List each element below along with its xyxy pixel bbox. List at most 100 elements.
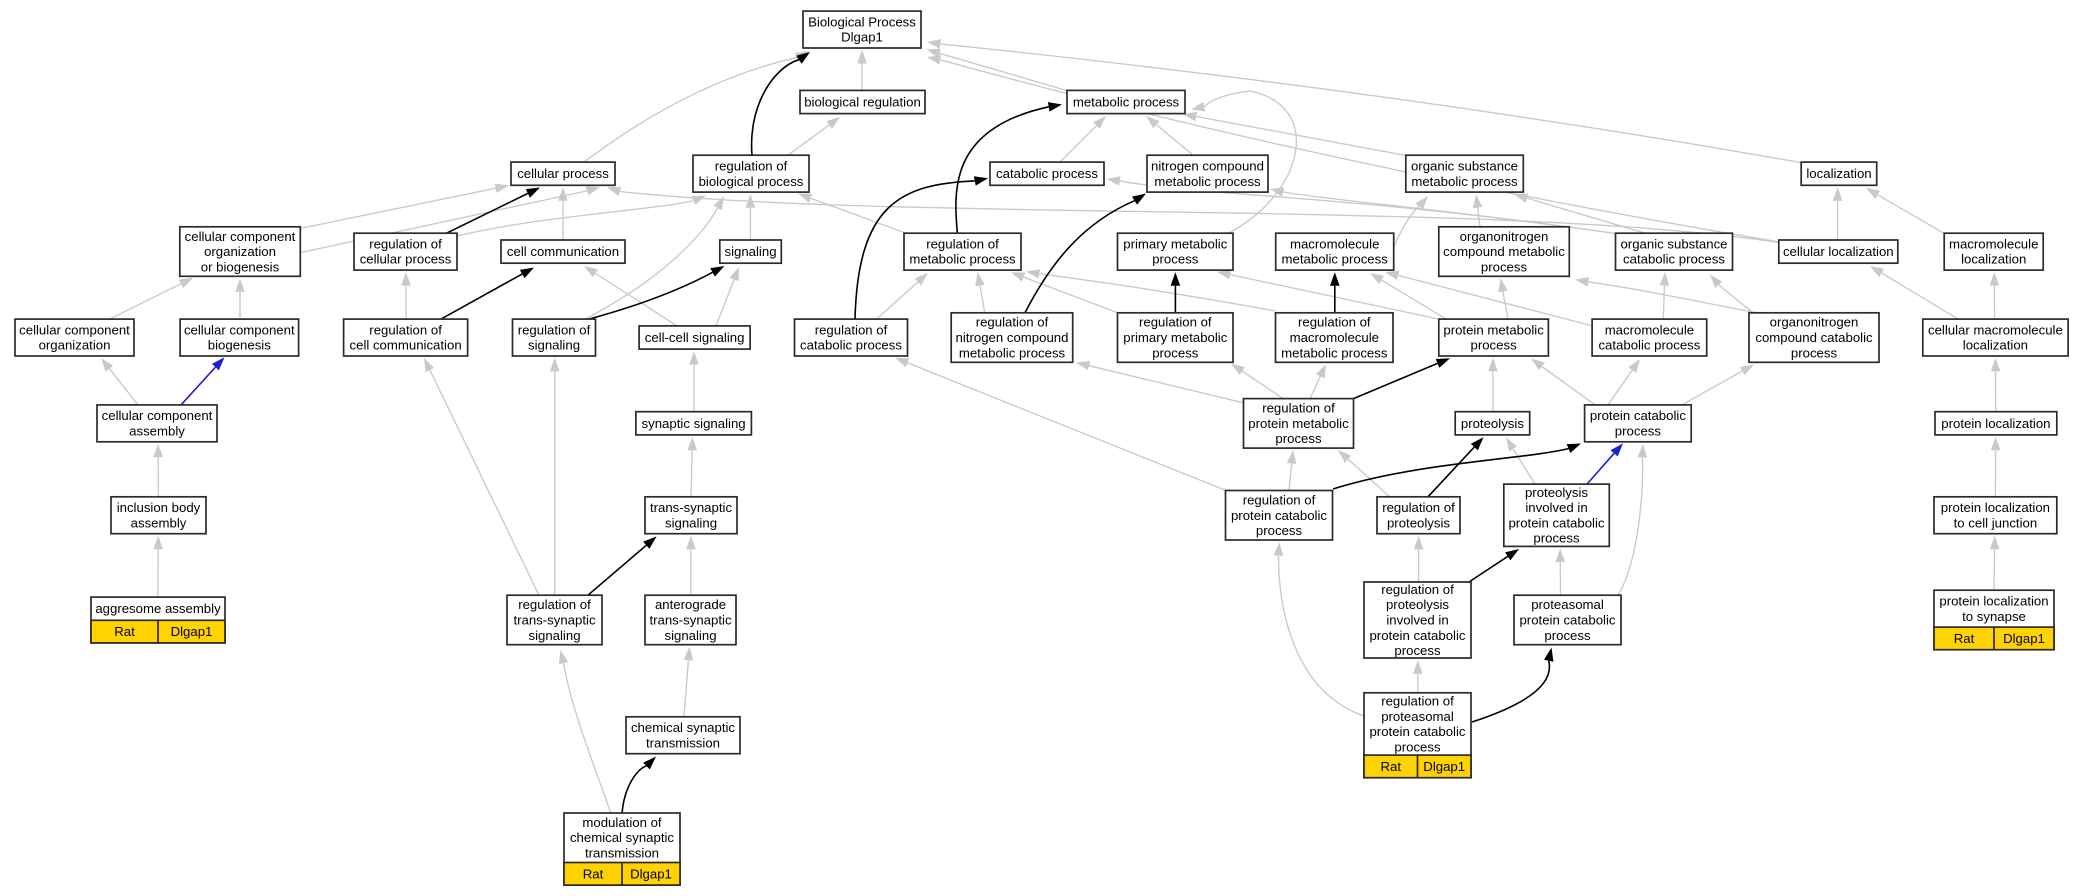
svg-text:to synapse: to synapse [1962, 609, 2026, 624]
svg-text:protein catabolic: protein catabolic [1369, 628, 1465, 643]
svg-text:proteasomal: proteasomal [1531, 597, 1604, 612]
svg-text:nitrogen compound: nitrogen compound [956, 330, 1069, 345]
svg-text:or biogenesis: or biogenesis [201, 259, 280, 274]
svg-text:anterograde: anterograde [655, 597, 726, 612]
svg-text:metabolic process: metabolic process [1281, 345, 1388, 360]
svg-text:nitrogen compound: nitrogen compound [1151, 159, 1264, 174]
svg-text:trans-synaptic: trans-synaptic [649, 613, 731, 628]
svg-text:metabolic process: metabolic process [1282, 252, 1389, 267]
svg-text:regulation of: regulation of [815, 322, 888, 337]
svg-text:synaptic signaling: synaptic signaling [642, 416, 746, 431]
svg-text:metabolic process: metabolic process [959, 345, 1066, 360]
svg-text:protein localization: protein localization [1941, 416, 2050, 431]
svg-text:cellular component: cellular component [19, 322, 130, 337]
svg-text:protein catabolic: protein catabolic [1231, 508, 1327, 523]
svg-text:aggresome assembly: aggresome assembly [95, 601, 221, 616]
svg-text:process: process [1394, 643, 1441, 658]
svg-text:metabolic process: metabolic process [1411, 174, 1518, 189]
svg-text:cellular process: cellular process [517, 166, 609, 181]
svg-text:regulation of: regulation of [1243, 493, 1316, 508]
svg-text:chemical synaptic: chemical synaptic [631, 720, 735, 735]
svg-text:organization: organization [39, 338, 111, 353]
svg-text:to cell junction: to cell junction [1954, 515, 2038, 530]
svg-text:catabolic process: catabolic process [800, 338, 902, 353]
svg-text:cell communication: cell communication [507, 244, 619, 259]
svg-text:process: process [1394, 739, 1441, 754]
svg-text:organic substance: organic substance [1411, 159, 1518, 174]
svg-text:regulation of: regulation of [1139, 315, 1212, 330]
svg-text:proteolysis: proteolysis [1461, 416, 1524, 431]
svg-text:metabolic process: metabolic process [1154, 174, 1261, 189]
svg-text:proteasomal: proteasomal [1381, 709, 1454, 724]
svg-text:biological process: biological process [699, 174, 804, 189]
svg-text:organonitrogen: organonitrogen [1770, 315, 1859, 330]
svg-text:process: process [1256, 523, 1303, 538]
svg-text:compound catabolic: compound catabolic [1755, 330, 1873, 345]
svg-text:regulation of: regulation of [715, 159, 788, 174]
svg-text:catabolic process: catabolic process [1598, 338, 1700, 353]
svg-text:protein catabolic: protein catabolic [1508, 515, 1604, 530]
svg-text:regulation of: regulation of [926, 236, 999, 251]
svg-text:primary metabolic: primary metabolic [1123, 236, 1227, 251]
svg-text:regulation of: regulation of [1262, 401, 1335, 416]
svg-text:protein catabolic: protein catabolic [1369, 724, 1465, 739]
svg-text:regulation of: regulation of [976, 315, 1049, 330]
svg-text:Rat: Rat [1954, 631, 1975, 646]
svg-text:process: process [1533, 531, 1580, 546]
svg-text:macromolecule: macromolecule [1290, 236, 1379, 251]
svg-text:cellular process: cellular process [360, 252, 452, 267]
svg-text:catabolic process: catabolic process [1623, 252, 1725, 267]
svg-text:regulation of: regulation of [1381, 694, 1454, 709]
svg-text:protein localization: protein localization [1941, 500, 2050, 515]
svg-text:involved in: involved in [1525, 500, 1587, 515]
svg-text:localization: localization [1961, 252, 2026, 267]
svg-text:Dlgap1: Dlgap1 [630, 866, 672, 881]
svg-text:Dlgap1: Dlgap1 [841, 30, 883, 45]
svg-text:regulation of: regulation of [369, 322, 442, 337]
svg-text:trans-synaptic: trans-synaptic [513, 613, 595, 628]
svg-text:Rat: Rat [583, 866, 604, 881]
svg-text:Dlgap1: Dlgap1 [171, 624, 213, 639]
svg-text:trans-synaptic: trans-synaptic [650, 500, 732, 515]
svg-text:modulation of: modulation of [582, 815, 662, 830]
svg-text:inclusion body: inclusion body [117, 500, 201, 515]
svg-text:regulation of: regulation of [518, 322, 591, 337]
svg-text:localization: localization [1806, 166, 1871, 181]
svg-text:process: process [1615, 424, 1662, 439]
svg-text:biological regulation: biological regulation [804, 95, 921, 110]
svg-text:protein metabolic: protein metabolic [1443, 322, 1544, 337]
svg-text:macromolecule: macromolecule [1605, 322, 1694, 337]
svg-text:organization: organization [204, 244, 276, 259]
svg-text:cellular component: cellular component [184, 322, 295, 337]
svg-text:cellular component: cellular component [102, 408, 213, 423]
svg-text:Biological Process: Biological Process [808, 14, 916, 29]
svg-text:regulation of: regulation of [1298, 315, 1371, 330]
svg-text:transmission: transmission [585, 846, 659, 861]
svg-text:signaling: signaling [664, 628, 716, 643]
svg-text:assembly: assembly [131, 515, 187, 530]
svg-text:signaling: signaling [528, 338, 580, 353]
svg-text:process: process [1481, 259, 1528, 274]
svg-text:Dlgap1: Dlgap1 [1423, 759, 1465, 774]
svg-text:localization: localization [1963, 338, 2028, 353]
svg-text:Rat: Rat [114, 624, 135, 639]
svg-text:involved in: involved in [1386, 613, 1448, 628]
svg-text:signaling: signaling [724, 244, 776, 259]
svg-text:cellular macromolecule: cellular macromolecule [1928, 322, 2063, 337]
svg-text:protein localization: protein localization [1939, 594, 2048, 609]
svg-text:assembly: assembly [129, 424, 185, 439]
svg-text:macromolecule: macromolecule [1290, 330, 1379, 345]
svg-text:process: process [1791, 345, 1838, 360]
svg-text:cell-cell signaling: cell-cell signaling [645, 330, 745, 345]
svg-text:proteolysis: proteolysis [1387, 515, 1450, 530]
svg-text:regulation of: regulation of [1381, 582, 1454, 597]
svg-text:signaling: signaling [528, 628, 580, 643]
svg-text:protein catabolic: protein catabolic [1519, 613, 1615, 628]
svg-text:cell communication: cell communication [350, 338, 462, 353]
svg-text:chemical synaptic: chemical synaptic [570, 830, 674, 845]
svg-text:protein metabolic: protein metabolic [1248, 416, 1349, 431]
svg-text:cellular component: cellular component [185, 229, 296, 244]
svg-text:regulation of: regulation of [369, 236, 442, 251]
svg-text:process: process [1471, 338, 1518, 353]
svg-text:compound metabolic: compound metabolic [1443, 244, 1565, 259]
